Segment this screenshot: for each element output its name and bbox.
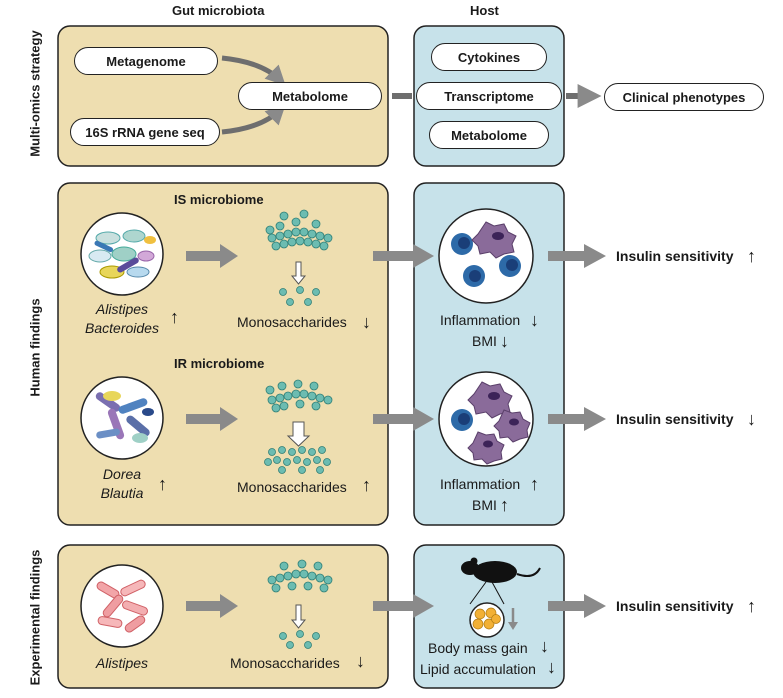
- is-insulin-sensitivity-label: Insulin sensitivity: [616, 248, 734, 264]
- exp-lipid-down-arrow: ↓: [547, 657, 556, 677]
- exp-taxon-label: Alistipes: [95, 655, 149, 671]
- arrow-ir-gut-to-host: [373, 407, 434, 431]
- metabolome-pill: Metabolome: [238, 82, 382, 110]
- monosaccharides-is: [279, 286, 320, 306]
- breakdown-arrow-is: [290, 261, 307, 285]
- glycan-chain-exp: [267, 559, 333, 593]
- side-label-multiomics: Multi-omics strategy: [27, 30, 43, 157]
- side-label-human: Human findings: [27, 298, 43, 397]
- breakdown-arrow-ir: [286, 421, 311, 447]
- is-inflammation-down-arrow: ↓: [530, 310, 539, 330]
- metagenome-pill: Metagenome: [74, 47, 218, 75]
- is-microbiome-title: IS microbiome: [174, 192, 264, 207]
- ir-taxon-2: Blautia: [100, 485, 144, 501]
- clinical-phenotypes-pill: Clinical phenotypes: [604, 83, 764, 111]
- host-metabolome-pill: Metabolome: [429, 121, 549, 149]
- exp-mono-down-arrow: ↓: [356, 651, 365, 671]
- exp-lipid-label: Lipid accumulation: [420, 661, 536, 677]
- is-bmi-label: BMI: [472, 333, 497, 349]
- is-inflammation-label: Inflammation: [440, 312, 521, 328]
- exp-insulin-up-arrow: ↑: [747, 596, 756, 616]
- arrow-is-gut-to-host: [373, 244, 434, 268]
- ir-microbiome-title: IR microbiome: [174, 356, 265, 371]
- arrow-is-microbe-to-glycan: [186, 244, 238, 268]
- arrow-ir-microbe-to-glycan: [186, 407, 238, 431]
- ir-insulin-down-arrow: ↓: [747, 409, 756, 429]
- is-host-cells: [438, 208, 534, 304]
- ir-microbe-community: [80, 376, 164, 460]
- is-monosaccharides-label: Monosaccharides: [237, 314, 347, 330]
- arrow-metagenome-to-metabolome: [221, 55, 286, 86]
- ir-inflammation-up-arrow: ↑: [530, 474, 539, 494]
- arrow-ir-host-to-outcome: [548, 407, 606, 431]
- host-cytokines-pill: Cytokines: [431, 43, 547, 71]
- is-taxon-1: Alistipes: [95, 301, 149, 317]
- is-taxa-up-arrow: ↑: [170, 307, 179, 327]
- monosaccharides-exp: [279, 630, 320, 649]
- mouse-icon: [461, 557, 541, 605]
- host-transcriptome-pill: Transcriptome: [416, 82, 562, 110]
- ir-inflammation-label: Inflammation: [440, 476, 521, 492]
- arrow-exp-host-to-outcome: [548, 594, 606, 618]
- adipose-decrease-arrow: [508, 608, 518, 630]
- ir-insulin-sensitivity-label: Insulin sensitivity: [616, 411, 734, 427]
- arrow-exp-microbe-to-glycan: [186, 594, 238, 618]
- is-bmi-down-arrow: ↓: [500, 331, 509, 351]
- exp-microbe-community: [80, 564, 164, 648]
- arrow-is-host-to-outcome: [548, 244, 606, 268]
- gene-seq-pill: 16S rRNA gene seq: [70, 118, 220, 146]
- exp-monosaccharides-label: Monosaccharides: [230, 655, 340, 671]
- adipose-icon: [469, 602, 505, 638]
- is-microbe-community: [80, 212, 164, 296]
- side-label-experimental: Experimental findings: [27, 549, 43, 686]
- exp-body-mass-label: Body mass gain: [428, 640, 528, 656]
- arrow-genesq-to-metabolome: [221, 104, 286, 135]
- is-mono-down-arrow: ↓: [362, 312, 371, 332]
- ir-taxon-1: Dorea: [102, 466, 142, 482]
- arrow-exp-gut-to-host: [373, 594, 434, 618]
- glycan-chain-is: [265, 209, 333, 251]
- ir-taxa-up-arrow: ↑: [158, 474, 167, 494]
- is-taxa-label: Alistipes Bacteroides: [72, 300, 172, 338]
- ir-host-cells: [438, 371, 534, 467]
- is-taxon-2: Bacteroides: [85, 320, 159, 336]
- glycan-chain-ir: [265, 379, 333, 413]
- ir-taxa-label: Dorea Blautia: [72, 465, 172, 503]
- is-insulin-up-arrow: ↑: [747, 246, 756, 266]
- ir-monosaccharides-label: Monosaccharides: [237, 479, 347, 495]
- breakdown-arrow-exp: [290, 604, 307, 629]
- monosaccharides-ir: [264, 446, 331, 474]
- header-gut-microbiota: Gut microbiota: [172, 3, 265, 18]
- exp-body-mass-down-arrow: ↓: [540, 636, 549, 656]
- header-host: Host: [470, 3, 499, 18]
- ir-mono-up-arrow: ↑: [362, 475, 371, 495]
- ir-bmi-up-arrow: ↑: [500, 495, 509, 515]
- exp-insulin-sensitivity-label: Insulin sensitivity: [616, 598, 734, 614]
- ir-bmi-label: BMI: [472, 497, 497, 513]
